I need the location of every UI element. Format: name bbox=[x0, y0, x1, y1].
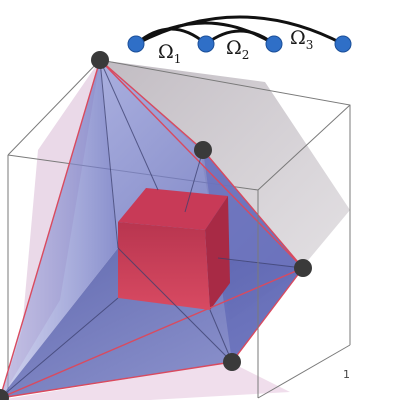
polytope-edges bbox=[0, 59, 304, 399]
polytope-face-left bbox=[0, 60, 118, 398]
vertex-top bbox=[91, 51, 109, 69]
vertex-right bbox=[294, 259, 312, 277]
chain-node-1 bbox=[127, 35, 145, 53]
chain-nodes bbox=[127, 35, 352, 53]
inner-cube bbox=[118, 188, 230, 310]
bounding-box-front bbox=[257, 190, 351, 399]
vertex-bottom bbox=[223, 353, 241, 371]
inner-cube-top bbox=[118, 188, 228, 230]
floor-shadow bbox=[0, 362, 290, 400]
region-label-1: Ω1 bbox=[158, 41, 181, 66]
polytope-vertices bbox=[0, 51, 312, 400]
vertex-bottom-left bbox=[0, 389, 9, 400]
chain-node-4 bbox=[334, 35, 352, 53]
region-label-2: Ω2 bbox=[226, 37, 249, 62]
chain-node-2 bbox=[197, 35, 215, 53]
polytope-inner-lines bbox=[0, 59, 304, 399]
region-chain: Ω1 Ω2 Ω3 bbox=[127, 15, 352, 66]
vertex-upper-right bbox=[194, 141, 212, 159]
chain-node-3 bbox=[265, 35, 283, 53]
inner-cube-front bbox=[118, 222, 210, 310]
axis-tick-label: 1 bbox=[343, 368, 350, 381]
inner-cube-right bbox=[205, 196, 230, 310]
region-label-3: Ω3 bbox=[290, 27, 313, 52]
